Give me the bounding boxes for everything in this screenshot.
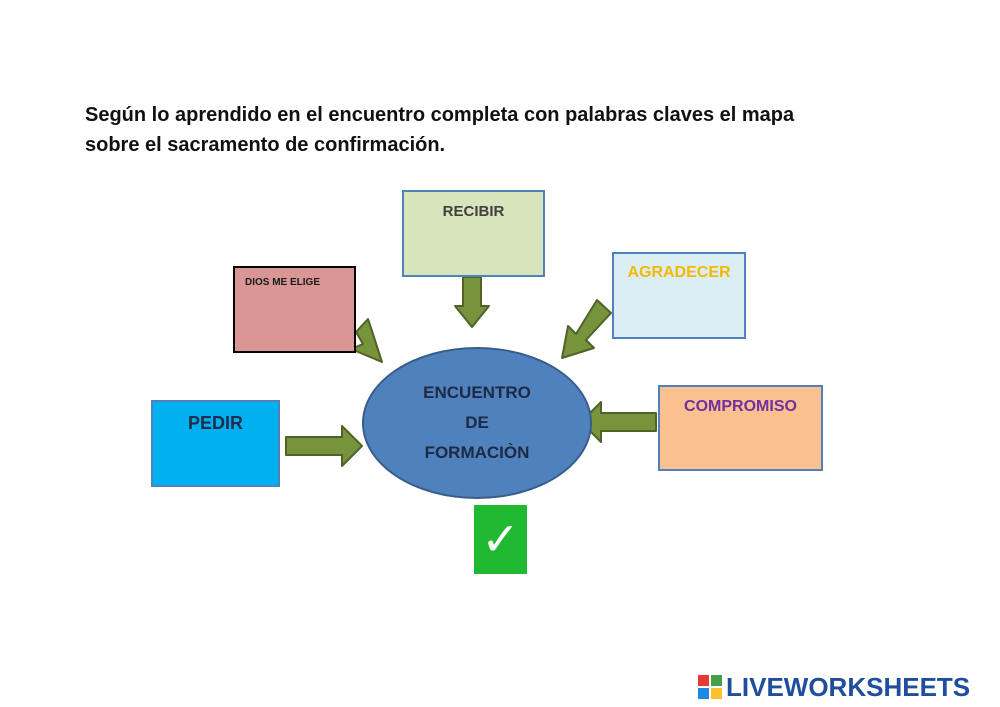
arrow-pedir: [285, 425, 363, 467]
logo-text: LIVEWORKSHEETS: [726, 671, 971, 702]
center-line-3: FORMACIÒN: [424, 443, 530, 462]
box-recibir-label: RECIBIR: [442, 203, 505, 220]
arrow-recibir: [454, 276, 490, 328]
center-line-2: DE: [465, 413, 489, 432]
box-recibir[interactable]: RECIBIR: [402, 190, 545, 277]
box-agradecer[interactable]: AGRADECER: [612, 252, 746, 339]
logo-blocks-icon: [698, 675, 722, 699]
checkmark-icon: ✓: [481, 513, 520, 565]
arrow-agradecer: [561, 299, 612, 359]
box-pedir-label: PEDIR: [187, 413, 243, 433]
instructions-line-2: sobre el sacramento de confirmación.: [85, 134, 446, 156]
arrow-compromiso: [580, 401, 657, 443]
box-pedir[interactable]: PEDIR: [151, 400, 280, 487]
center-ellipse: ENCUENTRO DE FORMACIÒN: [362, 347, 592, 499]
arrow-dios-me-elige: [350, 318, 383, 363]
box-agradecer-label: AGRADECER: [627, 264, 731, 281]
box-compromiso-label: COMPROMISO: [684, 398, 797, 415]
instructions-line-1: Según lo aprendido en el encuentro compl…: [85, 104, 795, 126]
instructions-text: Según lo aprendido en el encuentro compl…: [85, 100, 925, 160]
center-line-1: ENCUENTRO: [423, 383, 531, 402]
check-button[interactable]: ✓: [474, 505, 527, 574]
box-dios-me-elige-label: DIOS ME ELIGE: [245, 277, 321, 288]
liveworksheets-logo: LIVEWORKSHEETS: [698, 672, 970, 702]
box-compromiso[interactable]: COMPROMISO: [658, 385, 823, 471]
box-dios-me-elige[interactable]: DIOS ME ELIGE: [233, 266, 356, 353]
